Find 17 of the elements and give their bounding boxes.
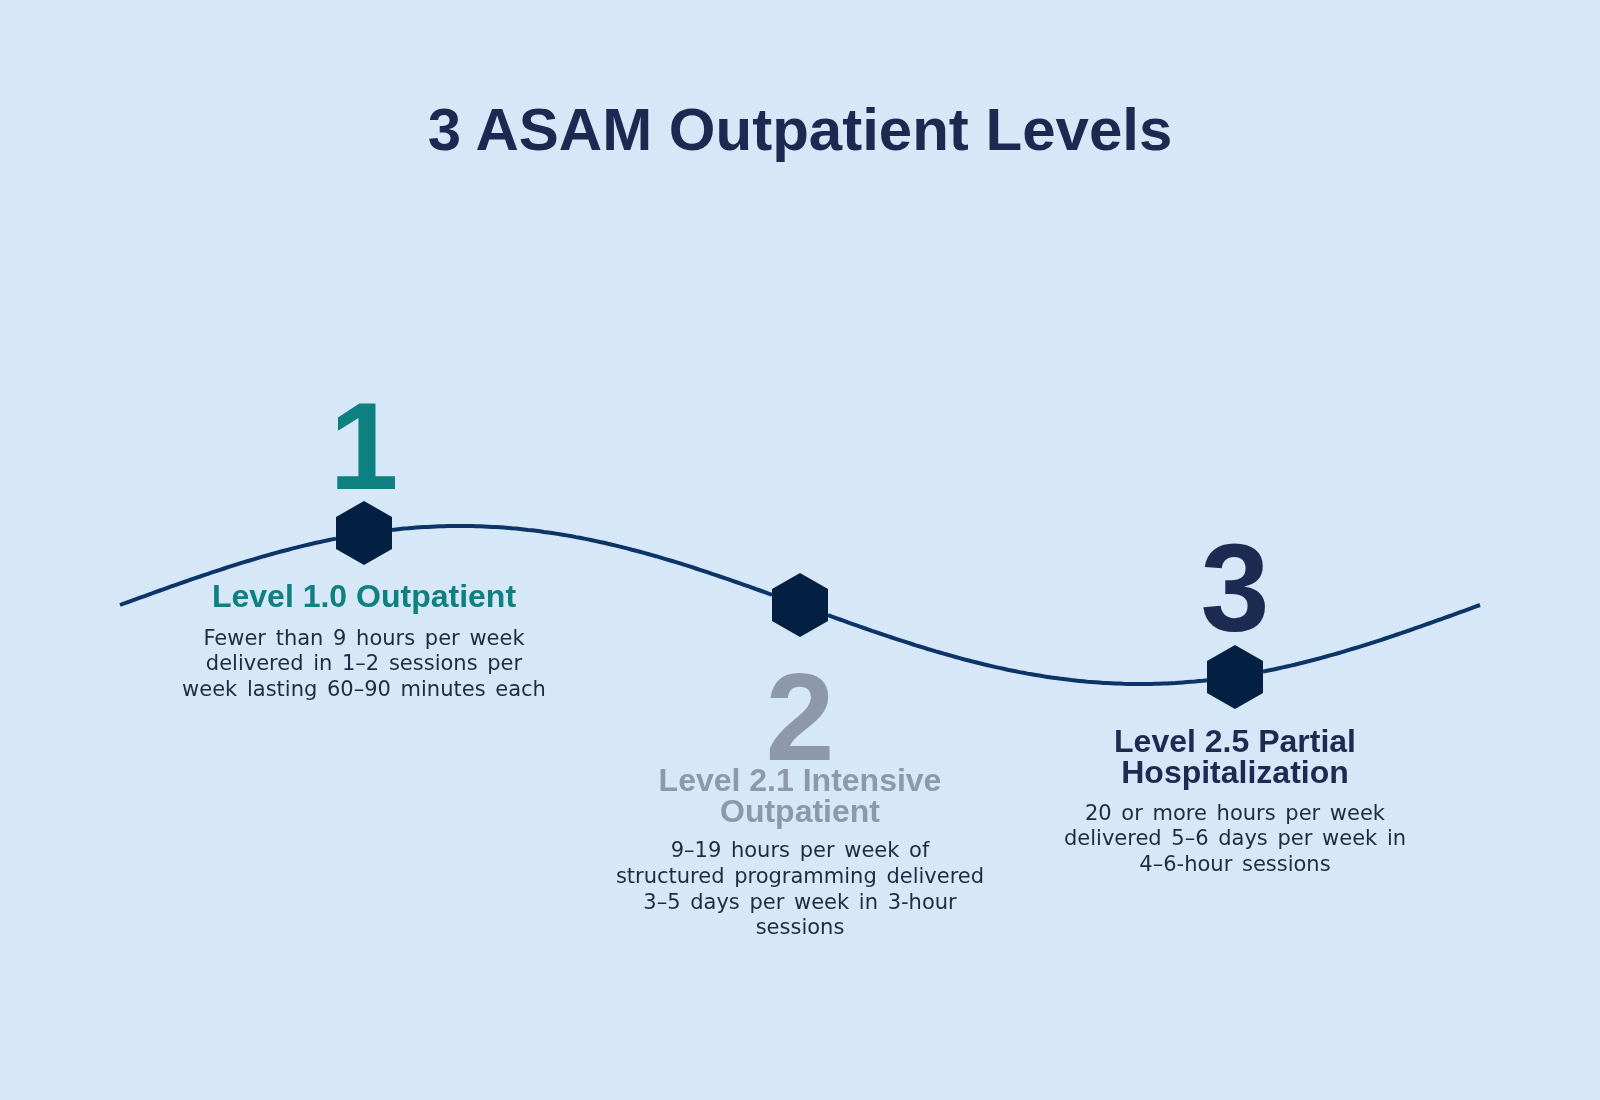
level-number: 3 bbox=[1200, 543, 1270, 635]
wave-line bbox=[119, 536, 337, 607]
hexagon-marker bbox=[1207, 645, 1263, 709]
wave-line bbox=[827, 613, 1208, 686]
hexagon-marker bbox=[336, 501, 392, 565]
diagram-title: 3 ASAM Outpatient Levels bbox=[427, 100, 1173, 160]
level-heading: Level 2.1 Intensive Outpatient bbox=[657, 765, 943, 827]
level-description: 9–19 hours per week of structured programming delivered 3–5 days per week in 3-hour sessions bbox=[614, 838, 986, 942]
level-description: Fewer than 9 hours per week delivered in 1–2 sessions per week lasting 60–90 minutes each bbox=[181, 625, 547, 704]
level-number: 2 bbox=[765, 672, 835, 764]
wave-line bbox=[391, 524, 773, 597]
wave-line bbox=[1262, 603, 1481, 674]
level-number: 1 bbox=[329, 401, 399, 493]
hexagon-marker bbox=[772, 573, 828, 637]
level-description: 20 or more hours per week delivered 5–6 days per week in 4–6-hour sessions bbox=[1062, 800, 1408, 879]
level-heading: Level 1.0 Outpatient bbox=[210, 581, 518, 612]
level-heading: Level 2.5 Partial Hospitalization bbox=[1113, 726, 1357, 788]
